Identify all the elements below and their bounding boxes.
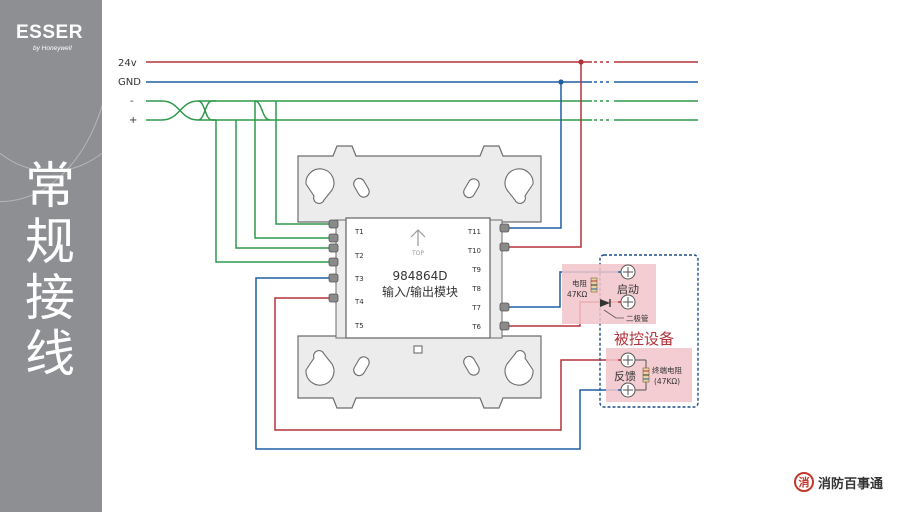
brand-icon: 消 — [794, 472, 814, 492]
start-label: 启动 — [617, 283, 639, 296]
screw-terminal-icon — [620, 294, 636, 310]
sidebar: ESSER by Honeywell 常 规 接 线 — [0, 0, 102, 512]
module-housing — [297, 145, 542, 223]
terminal-label-t8: T8 — [471, 285, 481, 293]
resistor-label: 电阻 — [572, 278, 587, 288]
terminal-label-t6: T6 — [471, 323, 481, 331]
title-char-1: 常 — [25, 157, 75, 215]
diode-label: 二极管 — [626, 313, 649, 323]
screw-terminal-icon — [620, 264, 636, 280]
bus-plus-twist — [146, 100, 216, 121]
terminal-connector — [328, 243, 339, 253]
terminal-label-t1: T1 — [354, 228, 364, 236]
diode-pointer — [603, 309, 624, 319]
terminal-connector — [328, 273, 339, 283]
wire-hop — [254, 100, 271, 121]
wire-plus-t2 — [235, 120, 334, 249]
bus-label-24v: 24v — [118, 58, 137, 69]
resistor-value: 47KΩ — [567, 290, 587, 299]
mount-slot-icon — [463, 355, 480, 376]
controlled-device-title: 被控设备 — [614, 330, 674, 348]
title-char-3: 接 — [25, 269, 75, 327]
title-char-2: 规 — [25, 213, 75, 271]
esser-logo: ESSER — [16, 22, 83, 43]
wire-minus-t1b — [254, 101, 334, 239]
terminal-connector — [328, 293, 339, 303]
terminal-label-t10: T10 — [467, 247, 481, 255]
terminal-label-t4: T4 — [354, 298, 364, 306]
wire-gnd-t11 — [504, 82, 562, 229]
wire-24v-t10 — [504, 62, 582, 248]
end-resistor-icon — [642, 367, 650, 383]
terminal-connector — [328, 257, 339, 267]
module-housing-bottom — [297, 335, 542, 409]
end-resistor-value: (47KΩ) — [654, 377, 680, 386]
top-label: TOP — [411, 250, 424, 257]
mount-hole-icon — [305, 350, 335, 386]
terminal-connector — [499, 223, 510, 233]
terminal-connector — [499, 302, 510, 312]
mount-hole-icon — [305, 168, 335, 204]
wire-t3-feedback — [255, 277, 618, 450]
honeywell-logo: by Honeywell — [33, 45, 72, 52]
title-char-4: 线 — [25, 325, 75, 383]
terminal-label-t2: T2 — [354, 252, 364, 260]
resistor-icon — [590, 277, 598, 293]
bus-label-gnd: GND — [118, 77, 141, 88]
brand-watermark: 消 消防百事通 — [794, 470, 883, 494]
bus-label-minus: - — [130, 96, 134, 107]
terminal-connector — [499, 321, 510, 331]
diode-icon — [600, 299, 611, 307]
screw-terminal-icon — [620, 382, 636, 398]
mount-hole-icon — [504, 350, 534, 386]
wire-minus-t1 — [275, 101, 334, 225]
wire-t4-feedback — [274, 297, 618, 431]
terminal-label-t7: T7 — [471, 304, 481, 312]
terminal-label-t5: T5 — [354, 322, 364, 330]
bus-label-plus: + — [129, 115, 137, 126]
terminal-label-t9: T9 — [471, 266, 481, 274]
screw-terminal-icon — [620, 352, 636, 368]
brand-text: 消防百事通 — [818, 476, 884, 492]
mount-slot-icon — [463, 178, 480, 199]
terminal-connector — [328, 219, 339, 229]
module-name: 输入/输出模块 — [382, 284, 458, 299]
end-resistor-label: 终端电阻 — [652, 365, 682, 375]
mount-hole-icon — [504, 168, 534, 204]
controlled-device-box — [599, 254, 699, 408]
terminal-label-t3: T3 — [354, 275, 364, 283]
top-arrow-icon — [410, 229, 426, 246]
center-notch-icon — [413, 345, 423, 354]
mount-slot-icon — [353, 177, 370, 198]
module-model: 984864D — [392, 269, 447, 283]
wire-plus-t2b — [215, 120, 334, 263]
terminal-connector — [499, 242, 510, 252]
terminal-connector — [328, 233, 339, 243]
terminal-label-t11: T11 — [467, 228, 481, 236]
start-circuit-highlight — [562, 264, 656, 324]
mount-slot-icon — [353, 356, 370, 377]
feedback-label: 反馈 — [614, 370, 636, 383]
twist-segment — [197, 100, 213, 121]
